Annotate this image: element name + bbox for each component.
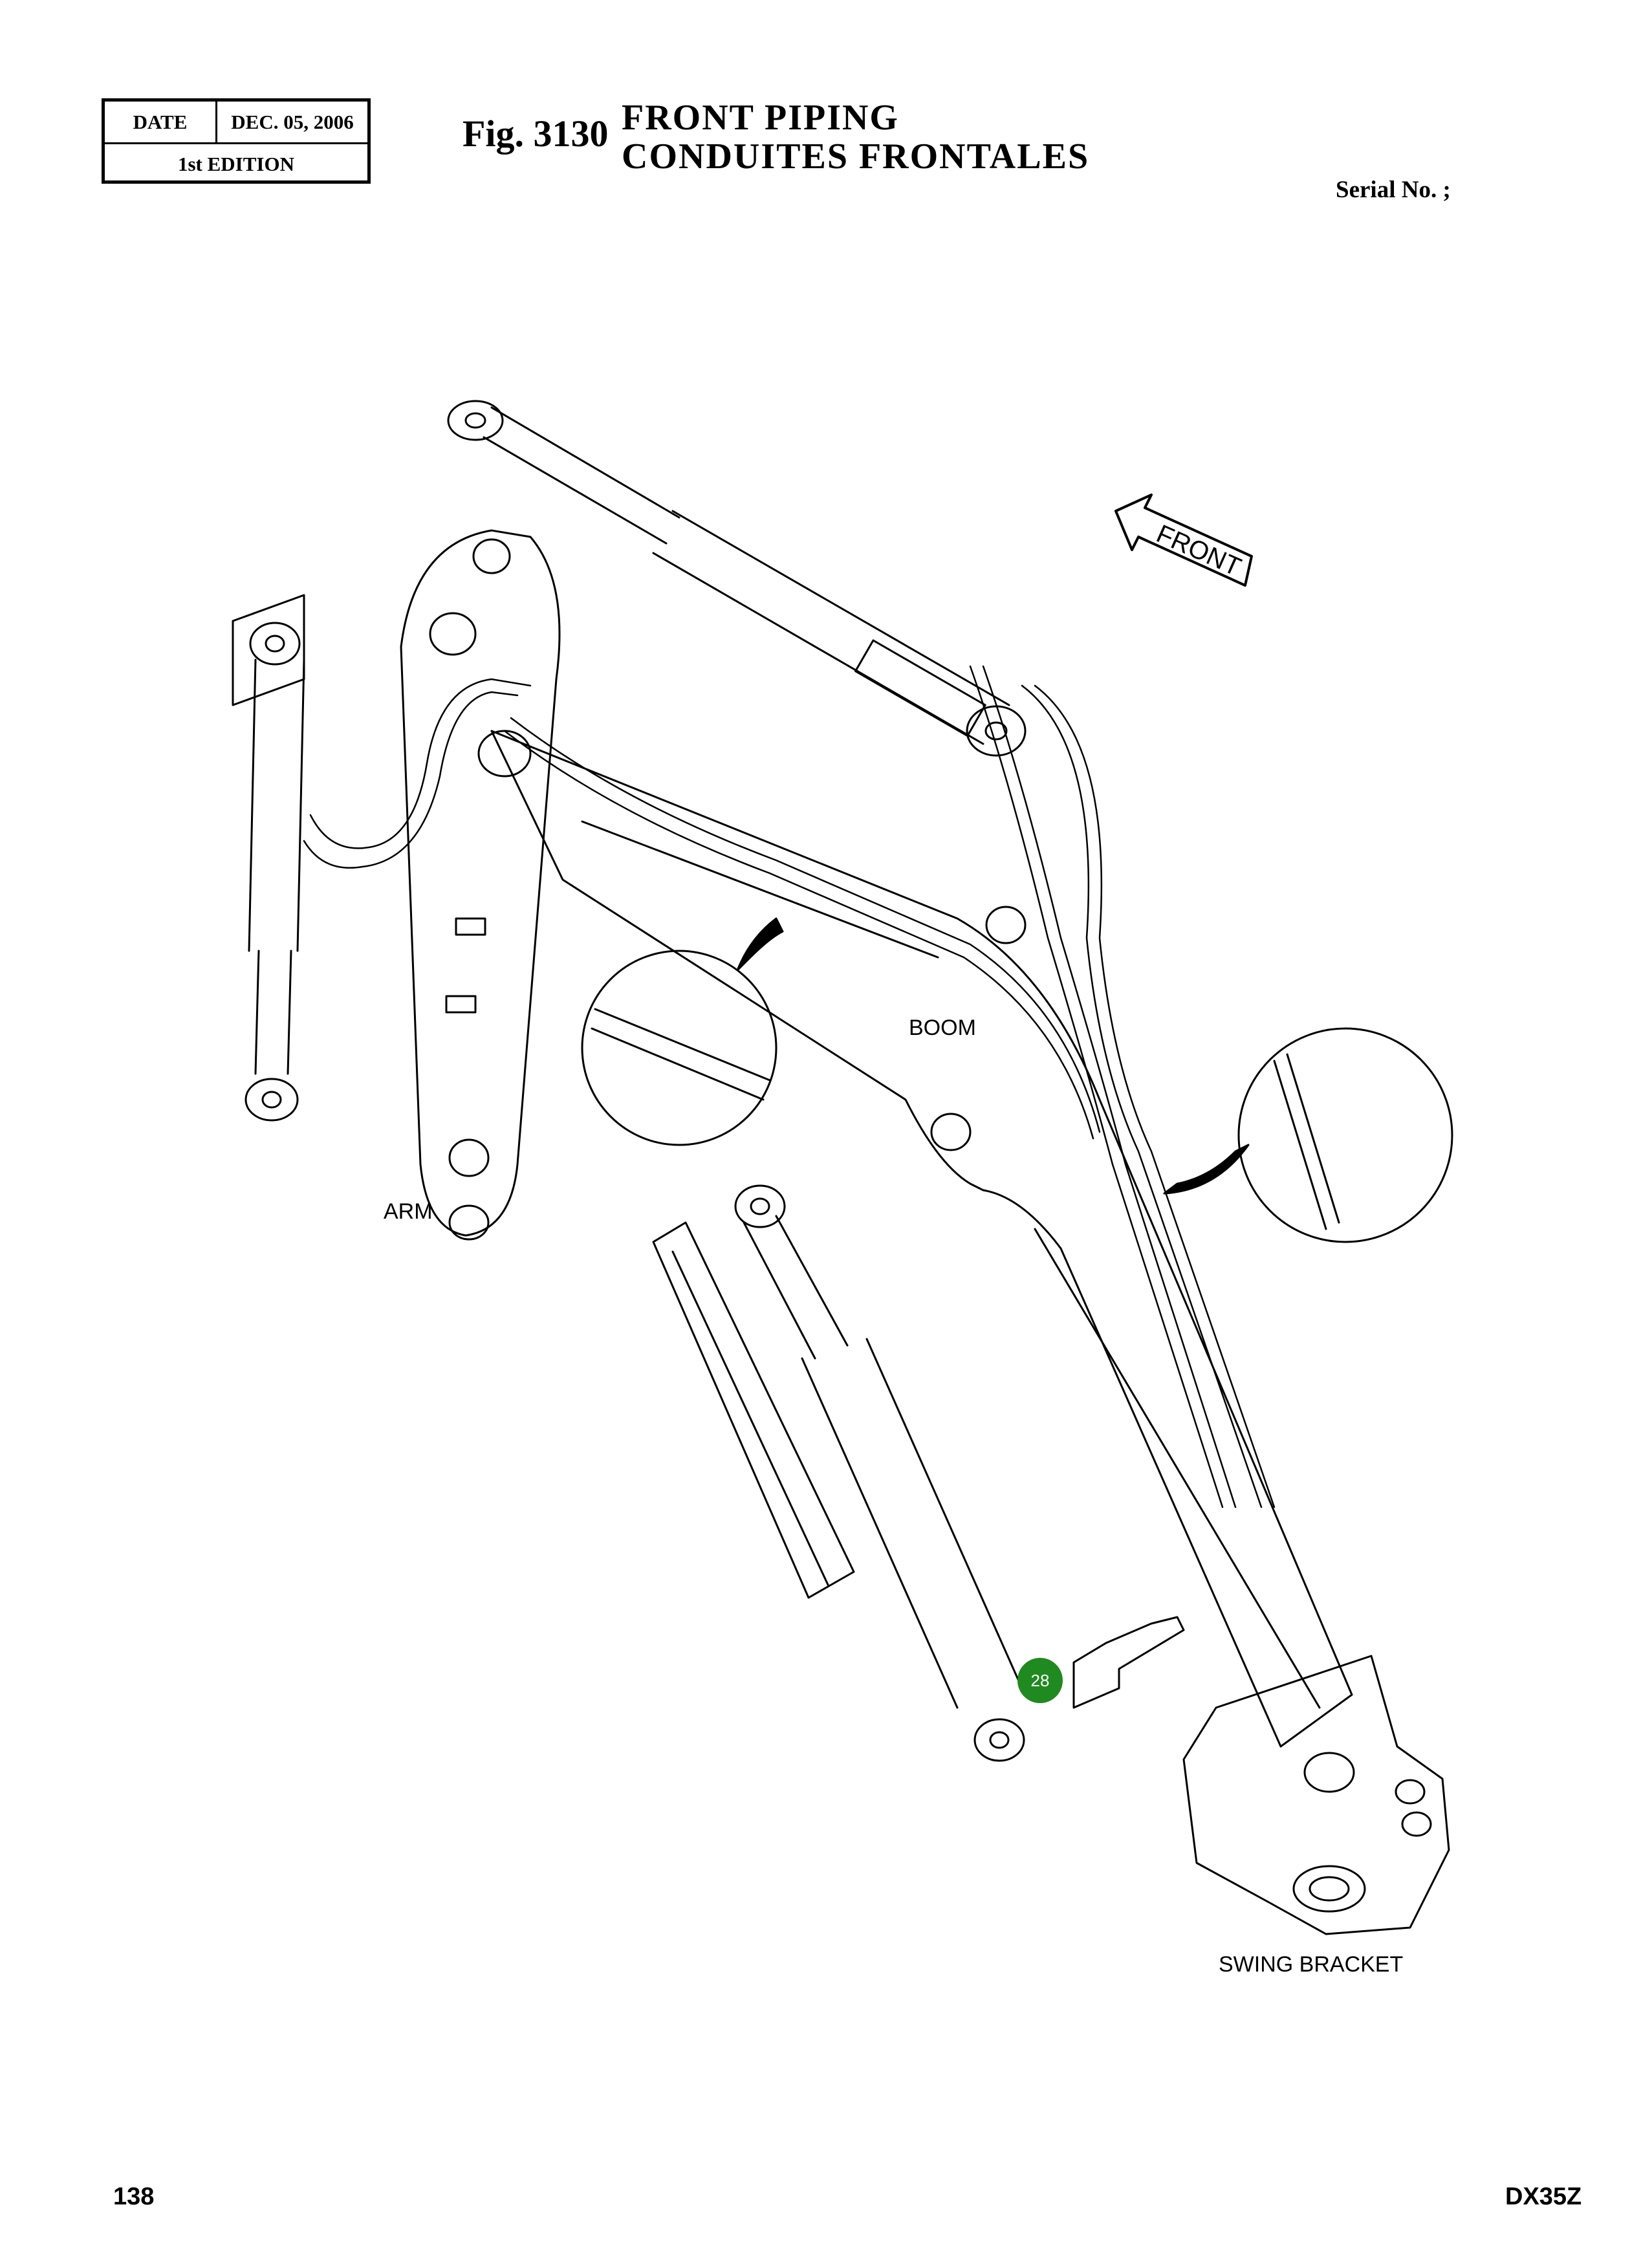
leader-arrow-right [1163, 1144, 1250, 1195]
swing-bracket-label: SWING BRACKET [1219, 1952, 1404, 1977]
detail-circle-left [581, 950, 777, 1146]
date-label: DATE [105, 102, 217, 142]
arm-structure [400, 529, 561, 1241]
boom-structure [477, 730, 1353, 1748]
serial-number: Serial No. ; [1336, 177, 1451, 203]
bucket-cylinder [232, 594, 305, 1122]
front-arrow: FRONT [1114, 494, 1253, 587]
boom-hoses [503, 665, 1276, 1508]
cylinder-cover [652, 1221, 855, 1599]
boom-label: BOOM [909, 1016, 976, 1040]
edition-box: DATE DEC. 05, 2006 1st EDITION [102, 98, 371, 184]
arm-cylinder [447, 400, 1027, 757]
title-french: CONDUITES FRONTALES [622, 136, 1090, 177]
figure-number: Fig. 3130 [462, 113, 609, 155]
leader-arrow-left [736, 917, 784, 972]
detail-circle-right [1237, 1027, 1453, 1243]
arm-label: ARM [384, 1199, 433, 1224]
page-number: 138 [113, 2183, 155, 2210]
model-code: DX35Z [1505, 2183, 1582, 2210]
bracket-part [1072, 1616, 1185, 1709]
arm-hose-loop [303, 678, 532, 869]
title-english: FRONT PIPING [622, 98, 899, 138]
edition-label: 1st EDITION [177, 152, 294, 175]
front-label: FRONT [1152, 519, 1245, 582]
date-value: DEC. 05, 2006 [231, 110, 354, 133]
swing-bracket [1182, 1655, 1450, 1935]
boom-cylinder [734, 1184, 1025, 1762]
callout-28[interactable]: 28 [1017, 1658, 1063, 1703]
